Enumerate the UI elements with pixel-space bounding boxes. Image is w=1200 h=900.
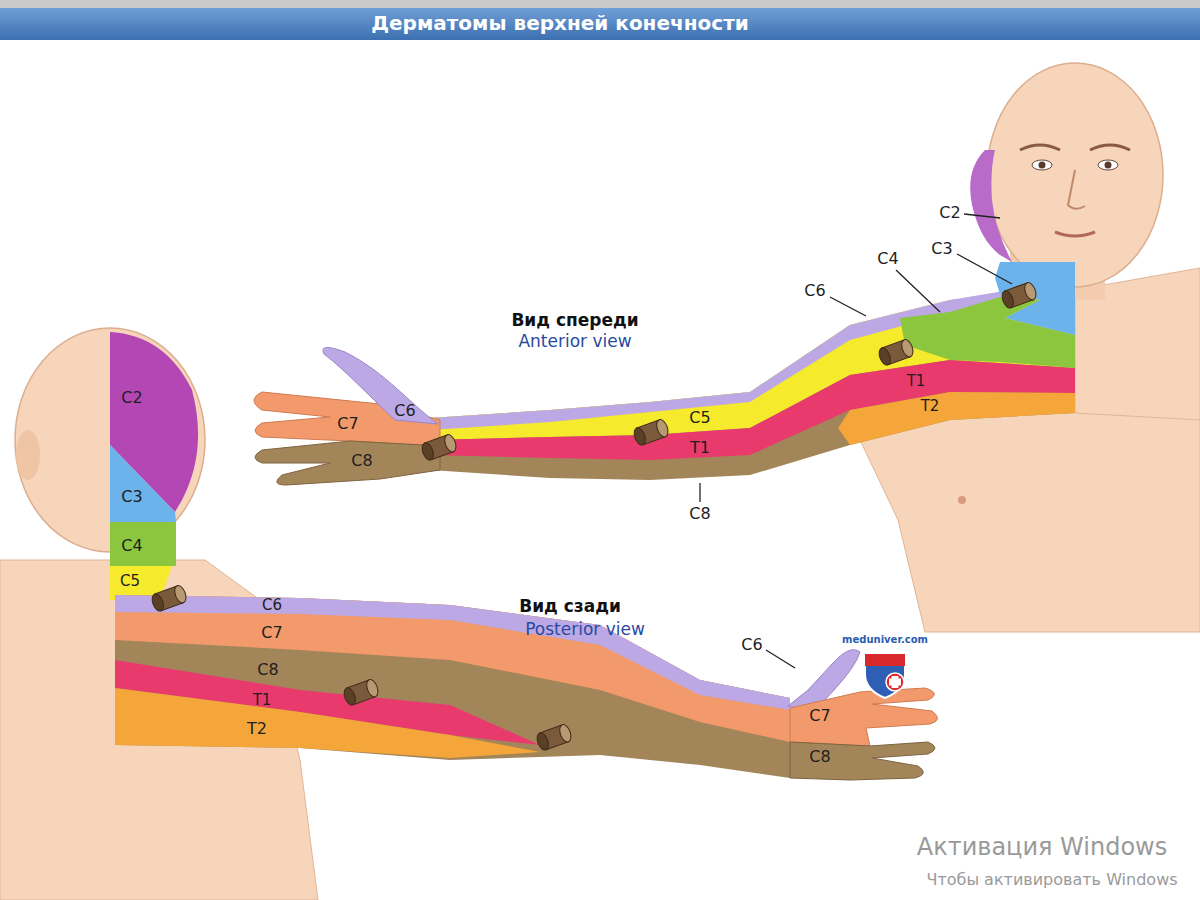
dermatome-label: C3 [121, 488, 142, 506]
dermatome-label: C8 [351, 452, 372, 470]
dermatome-label: C7 [809, 707, 830, 725]
dermatome-label: C6 [804, 282, 825, 300]
dermatome-label: C8 [689, 505, 710, 523]
dermatome-label: T1 [907, 373, 926, 390]
watermark: meduniver.com [842, 634, 928, 646]
dermatome-label: C8 [257, 661, 278, 679]
posterior-figure [0, 328, 938, 900]
dermatome-label: C4 [877, 250, 898, 268]
anterior-figure [254, 63, 1200, 632]
view-caption: Вид спереди [511, 311, 638, 331]
dermatome-label: C2 [121, 389, 142, 407]
dermatome-label: C5 [120, 573, 140, 590]
view-caption: Anterior view [518, 332, 631, 352]
top-strip [0, 0, 1200, 8]
site-logo [865, 654, 905, 698]
title: Дерматомы верхней конечности [371, 12, 749, 35]
dermatome-label: C6 [262, 597, 282, 614]
dermatome-label: C3 [931, 240, 952, 258]
dermatome-label: T2 [247, 720, 267, 738]
title-bar [0, 8, 1200, 40]
dermatome-label: T1 [253, 692, 272, 709]
dermatome-label: T1 [690, 439, 710, 457]
dermatome-label: T2 [921, 398, 940, 415]
dermatome-label: C4 [121, 537, 142, 555]
dermatome-label: C7 [337, 415, 358, 433]
dermatome-label: C2 [939, 204, 960, 222]
dermatome-label: C6 [394, 402, 415, 420]
dermatome-label: C5 [689, 409, 710, 427]
view-caption: Вид сзади [519, 597, 621, 617]
dermatome-label: C8 [809, 748, 830, 766]
roll-icons [150, 281, 1038, 752]
dermatome-label: C6 [741, 636, 762, 654]
watermark: Чтобы активировать Windows [926, 871, 1177, 889]
dermatome-label: C7 [261, 624, 282, 642]
watermark: Активация Windows [917, 834, 1167, 862]
view-caption: Posterior view [525, 620, 645, 640]
